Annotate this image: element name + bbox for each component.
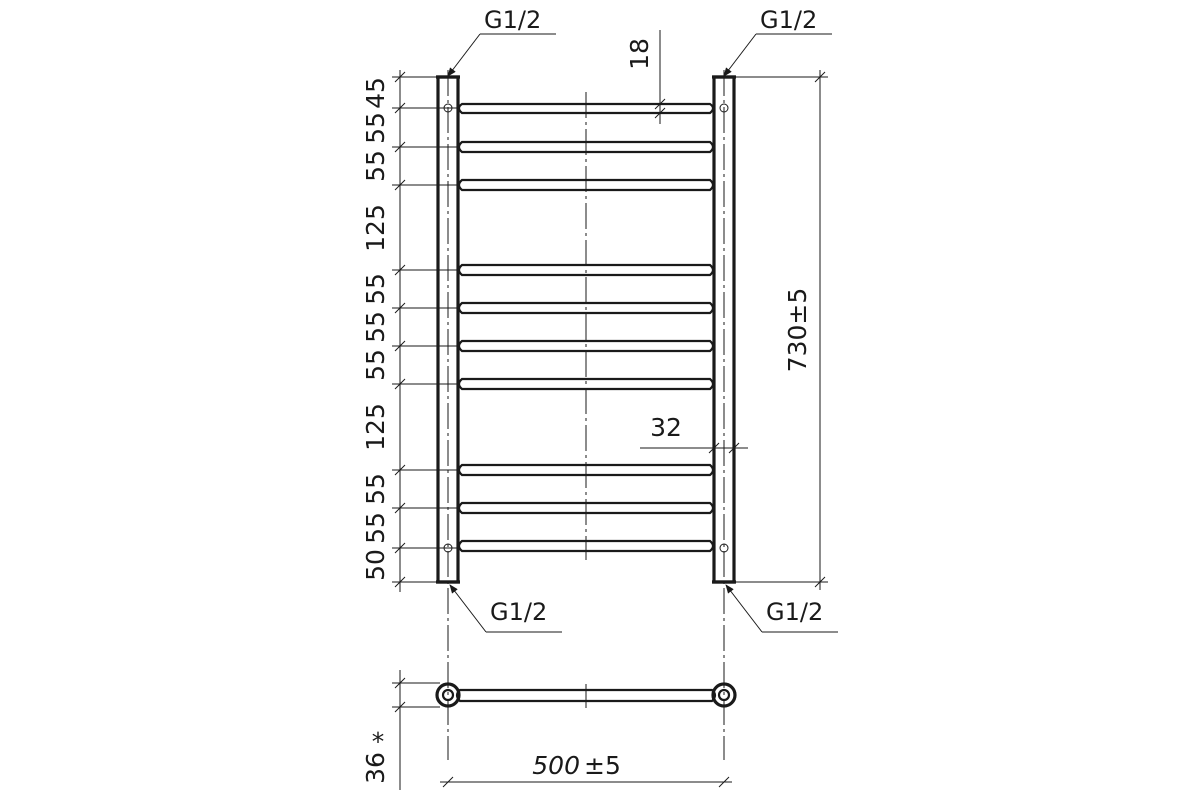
depth-mark: * <box>372 727 385 756</box>
connection-label: G1/2 <box>766 598 823 626</box>
dimension-value: 55 <box>361 473 390 505</box>
plan-left-collector-inner <box>441 688 455 702</box>
connection-label: G1/2 <box>490 598 547 626</box>
connection-top-right: G1/2 <box>723 6 832 77</box>
left-dimension-chain: 45 55 55 125 55 55 55 125 55 55 50 <box>361 70 460 592</box>
tick <box>394 378 406 390</box>
connection-bottom-left: G1/2 <box>449 584 562 633</box>
dimension-value: 125 <box>361 204 390 252</box>
connection-bottom-right: G1/2 <box>725 584 838 633</box>
tick <box>394 141 406 153</box>
rung <box>457 263 715 277</box>
rung-thickness-value: 18 <box>625 38 654 70</box>
dimension-value: 55 <box>361 150 390 182</box>
rung <box>457 539 715 553</box>
tick <box>394 502 406 514</box>
dimension-value: 50 <box>361 549 390 581</box>
width-tolerance: ±5 <box>584 751 621 780</box>
rung <box>457 140 715 154</box>
connection-label: G1/2 <box>760 6 817 34</box>
leader-line <box>449 584 487 633</box>
dimension-value: 55 <box>361 112 390 144</box>
rung <box>457 501 715 515</box>
leader-line <box>725 584 763 633</box>
width-dimension: 500 ±5 <box>440 751 732 788</box>
pipe-offset-value: 32 <box>650 413 682 442</box>
dimension-value: 55 <box>361 349 390 381</box>
rung-thickness-dimension: 18 <box>625 30 666 124</box>
tick <box>394 179 406 191</box>
rung <box>457 301 715 315</box>
tick <box>394 302 406 314</box>
connection-top-left: G1/2 <box>447 6 556 77</box>
tick <box>394 542 406 554</box>
tick <box>442 776 454 788</box>
leader-line <box>723 33 757 77</box>
plan-right-collector-outer <box>711 682 737 708</box>
tick <box>394 71 406 83</box>
dimension-value: 55 <box>361 512 390 544</box>
pipe-offset-dimension: 32 <box>640 413 748 454</box>
rung <box>457 178 715 192</box>
tick <box>708 442 720 454</box>
rung <box>457 377 715 391</box>
tick <box>394 464 406 476</box>
rung <box>457 102 715 115</box>
plan-view <box>435 682 737 708</box>
tick <box>394 340 406 352</box>
connection-label: G1/2 <box>484 6 541 34</box>
tick <box>814 576 826 588</box>
tick <box>394 264 406 276</box>
hole-top-right <box>719 103 729 113</box>
dimension-value: 55 <box>361 311 390 343</box>
overall-height-dimension: 730±5 <box>736 70 828 590</box>
tick <box>728 442 740 454</box>
rung <box>457 463 715 477</box>
front-view <box>436 70 736 760</box>
rung <box>457 339 715 353</box>
dimension-value: 125 <box>361 403 390 451</box>
tick <box>654 98 666 110</box>
overall-height-value: 730±5 <box>783 288 812 373</box>
dimension-value: 45 <box>361 77 390 109</box>
depth-dimension: 36 * <box>361 670 440 790</box>
tick <box>394 701 406 713</box>
width-value: 500 <box>532 751 580 780</box>
rungs <box>457 102 715 553</box>
plan-left-collector-outer <box>435 682 461 708</box>
tick <box>654 107 666 119</box>
tick <box>394 576 406 588</box>
tick <box>394 102 406 114</box>
depth-value: 36 <box>361 752 390 784</box>
leader-line <box>447 33 481 77</box>
hole-bottom-right <box>719 543 729 553</box>
tick <box>394 677 406 689</box>
tick <box>718 776 730 788</box>
tick <box>814 71 826 83</box>
plan-right-collector-inner <box>717 688 731 702</box>
dimension-value: 55 <box>361 273 390 305</box>
